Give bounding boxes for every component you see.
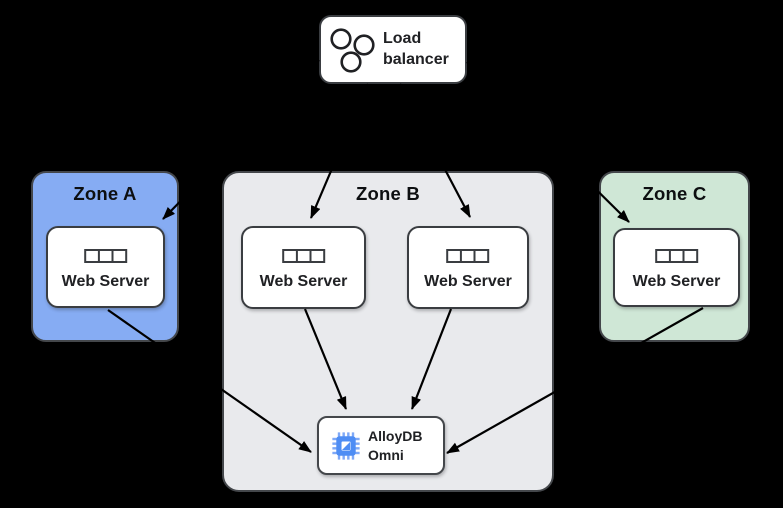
server-icon [446,249,490,263]
chip-icon [332,431,360,460]
zone-a-web-server: Web Server [46,226,165,308]
zone-b-label: Zone B [356,183,420,204]
web-server-label: Web Server [424,273,512,290]
zone-b-web-server-1: Web Server [241,226,366,309]
zone-c-web-server: Web Server [613,228,740,307]
zone-b: Zone B Web Server Web Server [222,171,554,492]
load-balancer-icon [330,27,375,73]
server-icon [654,249,698,263]
zone-c: Zone C Web Server [599,171,750,342]
zone-b-web-server-2: Web Server [407,226,529,309]
web-server-label: Web Server [61,272,150,290]
load-balancer-node: Load balancer [319,15,467,84]
zone-c-label: Zone C [642,183,707,204]
web-server-label: Web Server [259,273,348,290]
web-server-label: Web Server [632,273,721,290]
zone-a: Zone A Web Server [31,171,179,342]
zone-a-label: Zone A [73,183,137,204]
alloydb-omni-label: AlloyDB Omni [368,428,423,463]
server-icon [281,249,325,263]
server-icon [83,248,127,263]
load-balancer-label: Load balancer [383,29,449,68]
alloydb-omni-node: AlloyDB Omni [317,416,445,475]
